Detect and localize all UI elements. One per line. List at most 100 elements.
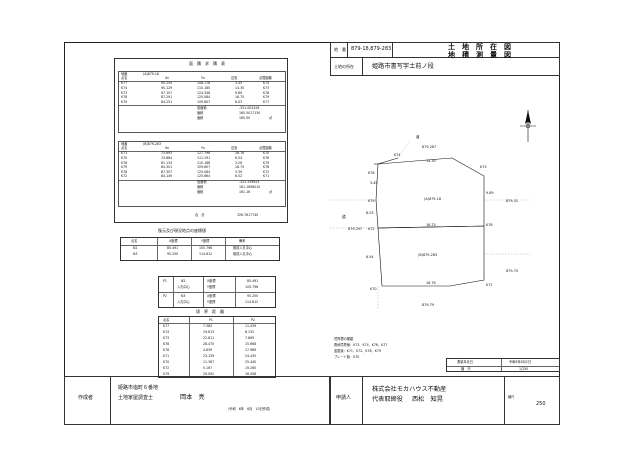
svg-text:K79: K79: [368, 199, 375, 203]
svg-text:K78: K78: [486, 223, 493, 227]
notes-title: 境界標の種類: [334, 337, 354, 341]
lot-a-outline: [375, 157, 485, 229]
col-point: 点名: [121, 76, 128, 81]
lot1-area-label: 面積: [197, 110, 204, 115]
col-y: Yn: [201, 76, 205, 81]
lot2-area-value: 161.1698010: [239, 185, 261, 190]
header-divider: [330, 57, 560, 58]
svg-text:K74: K74: [394, 153, 401, 157]
applicant-rep-name: 西松 知晃: [412, 396, 443, 403]
applicant-label: 申請人: [336, 395, 352, 401]
total-value: 326.7617740: [237, 213, 259, 217]
lot2-number: (B)879-283: [143, 141, 161, 146]
location-value: 姫路市書写字土前ノ段: [372, 63, 434, 70]
footer-vline: [110, 376, 111, 425]
svg-text:8.03: 8.03: [366, 211, 374, 215]
date-table: 測量年月日 令和6年8月2日 縮 尺 1/250: [446, 358, 560, 372]
footer-scale-label: 縮尺: [508, 395, 515, 399]
footer-vline: [504, 376, 505, 425]
notes-line1: 角地境界線：K73、K74、K76、K77: [334, 343, 388, 347]
lot1-label: 地番: [121, 71, 128, 76]
number-value: 879-18,879-283: [351, 46, 392, 52]
footer-vline: [362, 376, 363, 425]
road-label: 道: [416, 134, 420, 139]
neighbor-label: 879-79: [422, 303, 434, 307]
distance-table-title: 境 界 距 離: [196, 309, 224, 314]
neighbor-label: 879-297: [348, 227, 362, 231]
svg-text:K76: K76: [368, 171, 375, 175]
lot-b-outline: [377, 225, 485, 287]
lot1-area-value: 165.5017130: [239, 110, 261, 115]
total-label: 合 計: [195, 213, 205, 217]
svg-text:K73: K73: [480, 165, 487, 169]
header-vline: [362, 57, 363, 76]
lot1-sum-label: 倍面積: [197, 105, 207, 110]
north-arrow-icon: [520, 110, 536, 142]
svg-text:K71: K71: [486, 283, 493, 287]
svg-text:6.54: 6.54: [366, 255, 374, 259]
title-line2: 地 積 測 量 図: [448, 51, 511, 59]
lot2-area-label: 面積: [197, 185, 204, 190]
applicant-company: 株式会社モカハウス不動産: [372, 386, 447, 393]
footer-scale-value: 250: [536, 401, 546, 407]
svg-text:14.30: 14.30: [426, 159, 436, 163]
col-x: Xn: [165, 76, 170, 81]
lot2-sum-label: 倍面積: [197, 180, 207, 185]
applicant-rep-title: 代表取締役: [372, 396, 403, 403]
footer-left: [64, 376, 330, 425]
number-label: 地 番: [334, 47, 346, 52]
svg-text:3.45: 3.45: [370, 181, 378, 185]
header-vline: [392, 42, 393, 57]
notes-line3: プレート鋲：K70: [334, 355, 360, 359]
header-vline: [347, 42, 348, 57]
svg-text:16.76: 16.76: [426, 281, 436, 285]
svg-text:9.89: 9.89: [486, 191, 494, 195]
neighbor-label: 879-31: [506, 199, 518, 203]
author-date: （令和 6年 6月 10日作成）: [226, 407, 273, 411]
svg-text:K70: K70: [370, 287, 377, 291]
lot-plan-diagram: 道 879-287 879-31 879-297 879-70 879-79 (…: [330, 134, 530, 310]
lot2-label: 地番: [121, 141, 128, 146]
lot1-number: (A)879-18: [143, 71, 159, 76]
neighbor-label: 879-70: [506, 269, 518, 273]
header-block: [330, 42, 560, 76]
lot1-area-label: 面積: [197, 115, 204, 120]
lot1-area-rounded: 165.50: [239, 115, 251, 120]
svg-text:K72: K72: [368, 227, 375, 231]
lot1-sum-value: -331.003426: [239, 105, 260, 110]
lot-a-label: (A)879-18: [424, 197, 441, 201]
area-table-title: 面 積 求 積 表: [189, 61, 225, 66]
title-line1: 土 地 所 在 図: [448, 43, 511, 51]
location-label: 土地の所在: [334, 64, 354, 69]
col-dist: 点間距離: [259, 76, 272, 81]
